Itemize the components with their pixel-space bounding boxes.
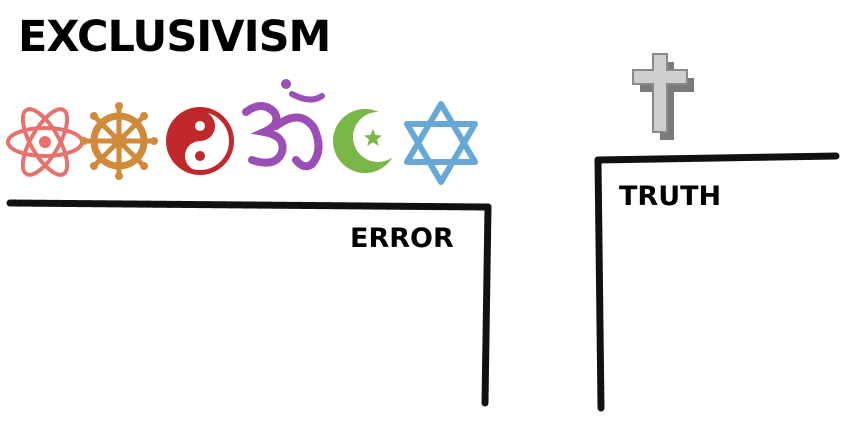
truth-label: TRUTH xyxy=(619,181,722,212)
cross-icon xyxy=(632,53,694,140)
crescent-star-icon xyxy=(333,109,403,173)
error-label: ERROR xyxy=(350,223,454,254)
dharma-wheel-icon xyxy=(80,102,158,180)
star-of-david-icon xyxy=(404,101,478,185)
page-title: EXCLUSIVISM xyxy=(18,12,331,62)
om-icon xyxy=(242,79,325,171)
yin-yang-icon xyxy=(166,107,234,175)
error-ledge xyxy=(6,199,492,407)
truth-ledge xyxy=(594,152,840,412)
atom-icon xyxy=(6,107,84,177)
